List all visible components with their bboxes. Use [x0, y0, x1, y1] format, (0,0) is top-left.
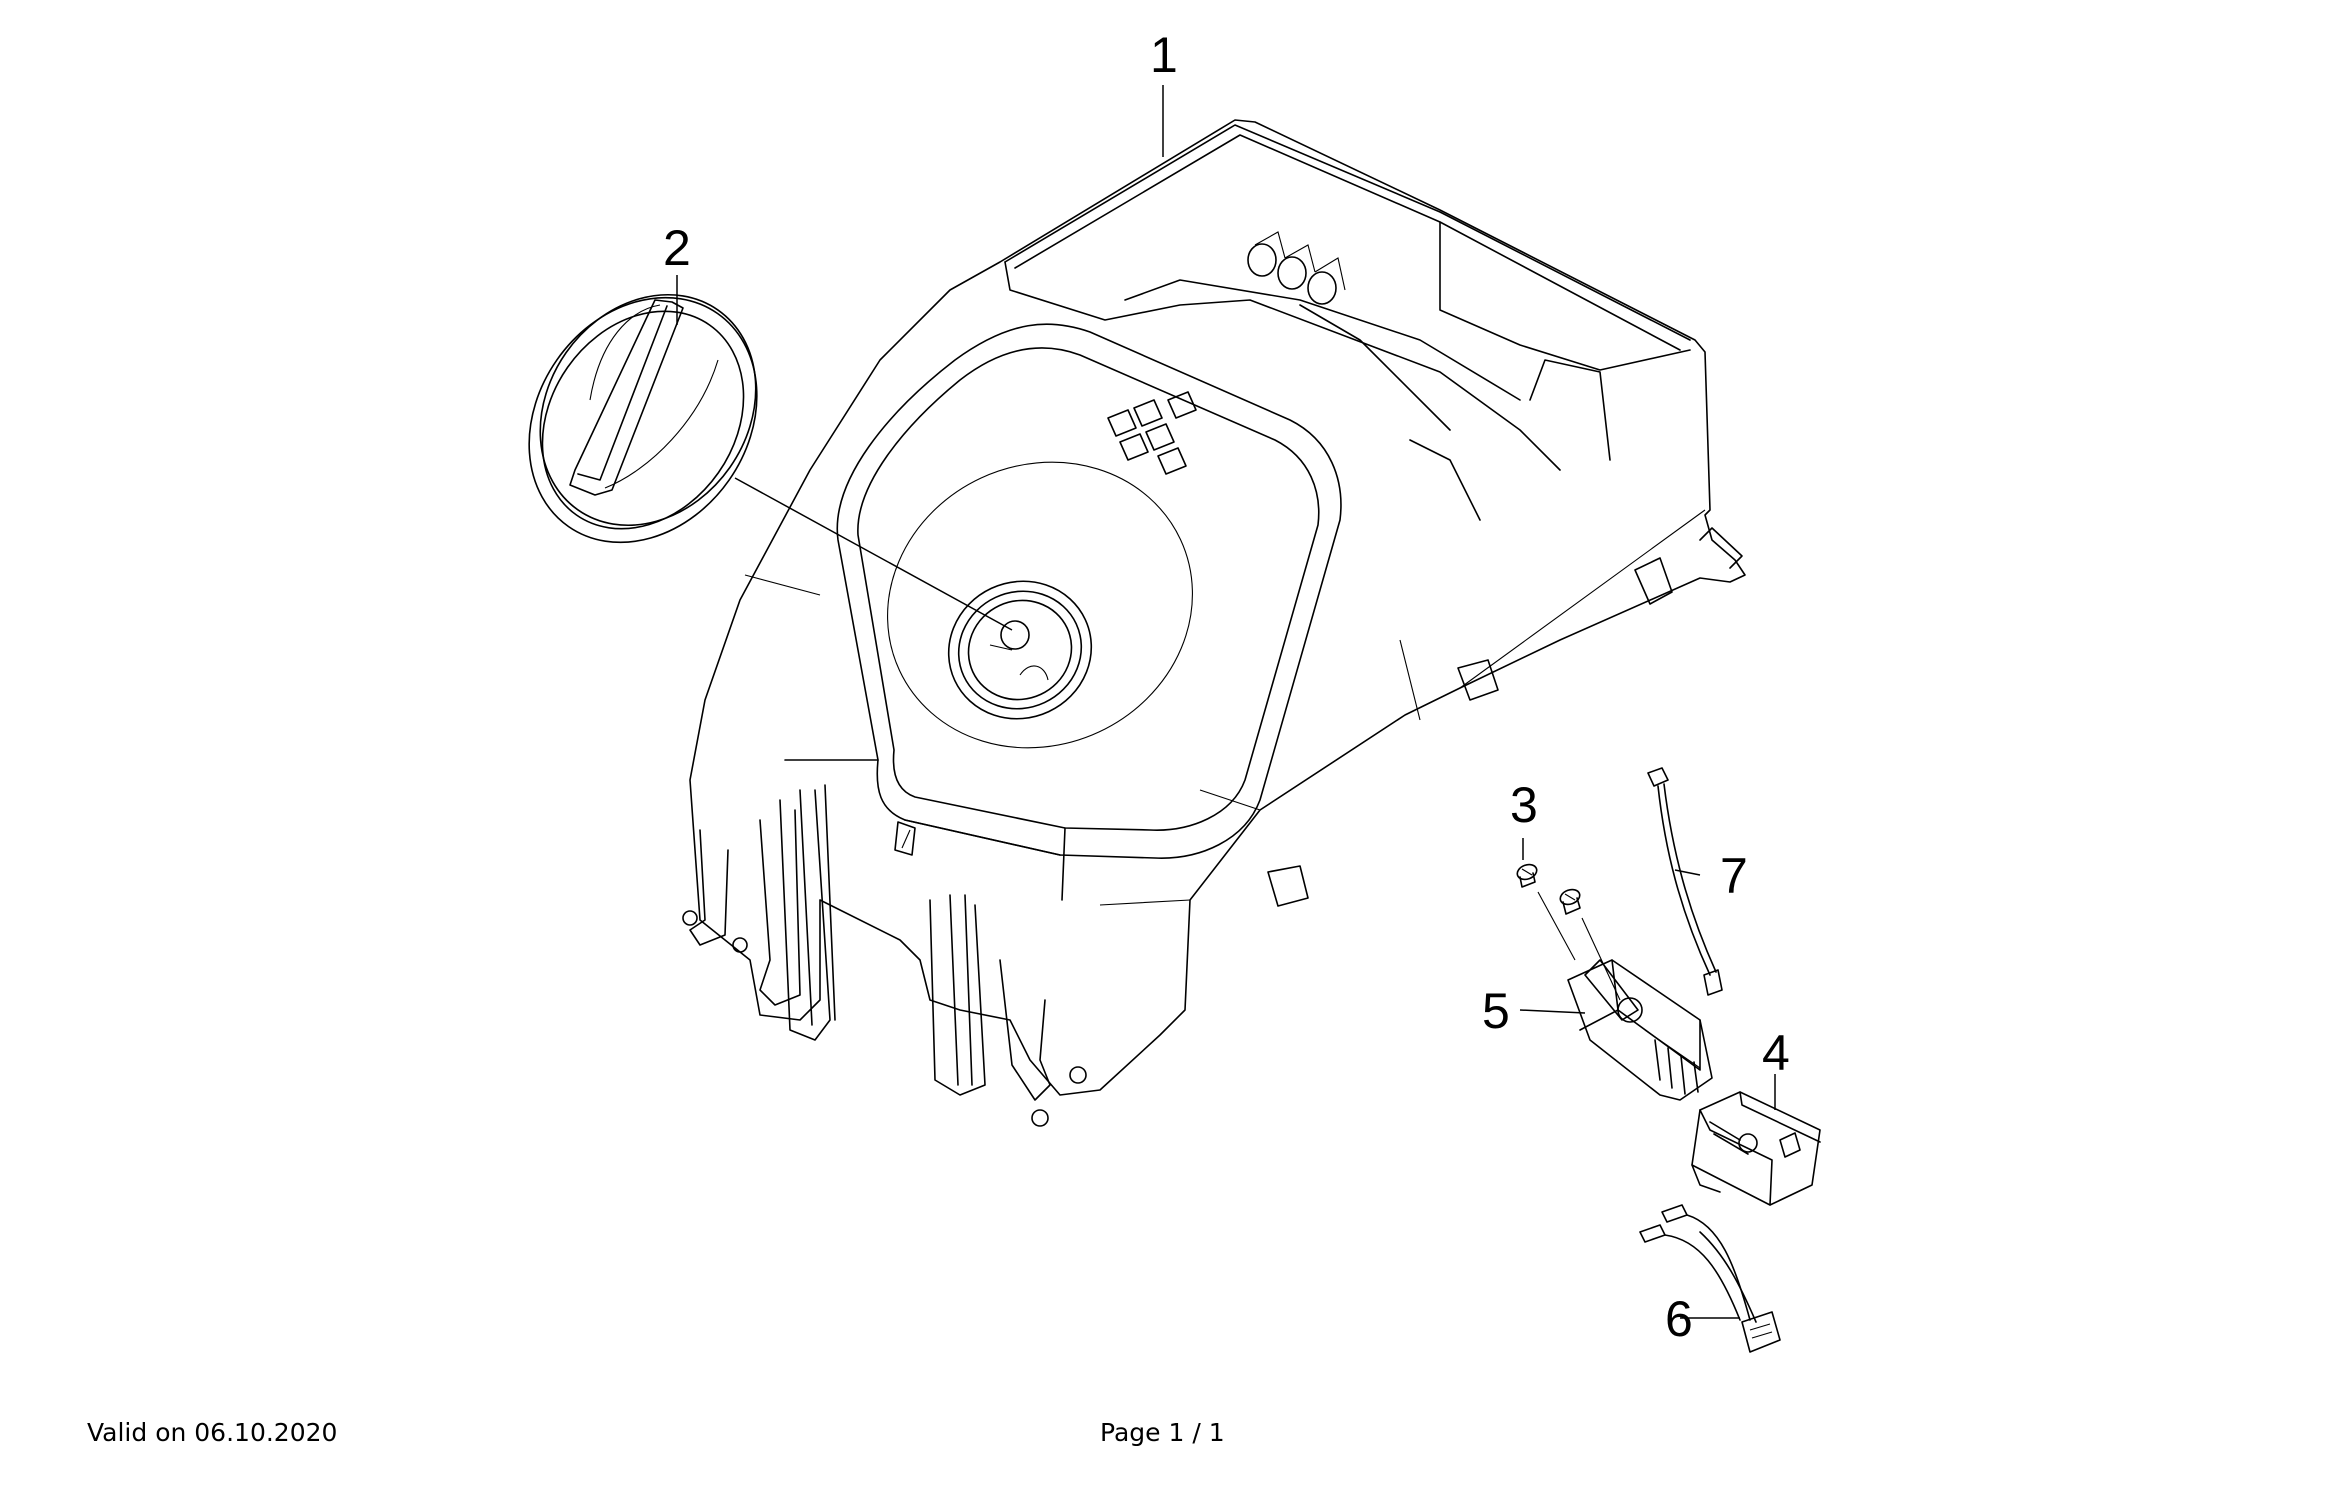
- housing-part: [682, 119, 1746, 1127]
- footer-page-number: Page 1 / 1: [1100, 1418, 1225, 1447]
- footer-valid-date: Valid on 06.10.2020: [87, 1418, 338, 1447]
- callout-1: 1: [1150, 27, 1178, 83]
- callout-3: 3: [1510, 777, 1538, 833]
- single-wire-part: [1647, 767, 1723, 996]
- callout-6: 6: [1665, 1291, 1693, 1347]
- screws-part: [1516, 863, 1621, 1001]
- callout-7: 7: [1720, 848, 1748, 904]
- callout-2: 2: [663, 220, 691, 276]
- wire-harness-part: [1639, 1204, 1781, 1353]
- control-knob-part: [528, 293, 758, 544]
- relay-part: [1691, 1091, 1821, 1206]
- leader-lines: [676, 85, 1776, 1319]
- indicator-grid: [1107, 391, 1197, 475]
- callout-4: 4: [1762, 1025, 1790, 1081]
- switch-block-part: [1567, 959, 1713, 1101]
- callout-5: 5: [1482, 983, 1510, 1039]
